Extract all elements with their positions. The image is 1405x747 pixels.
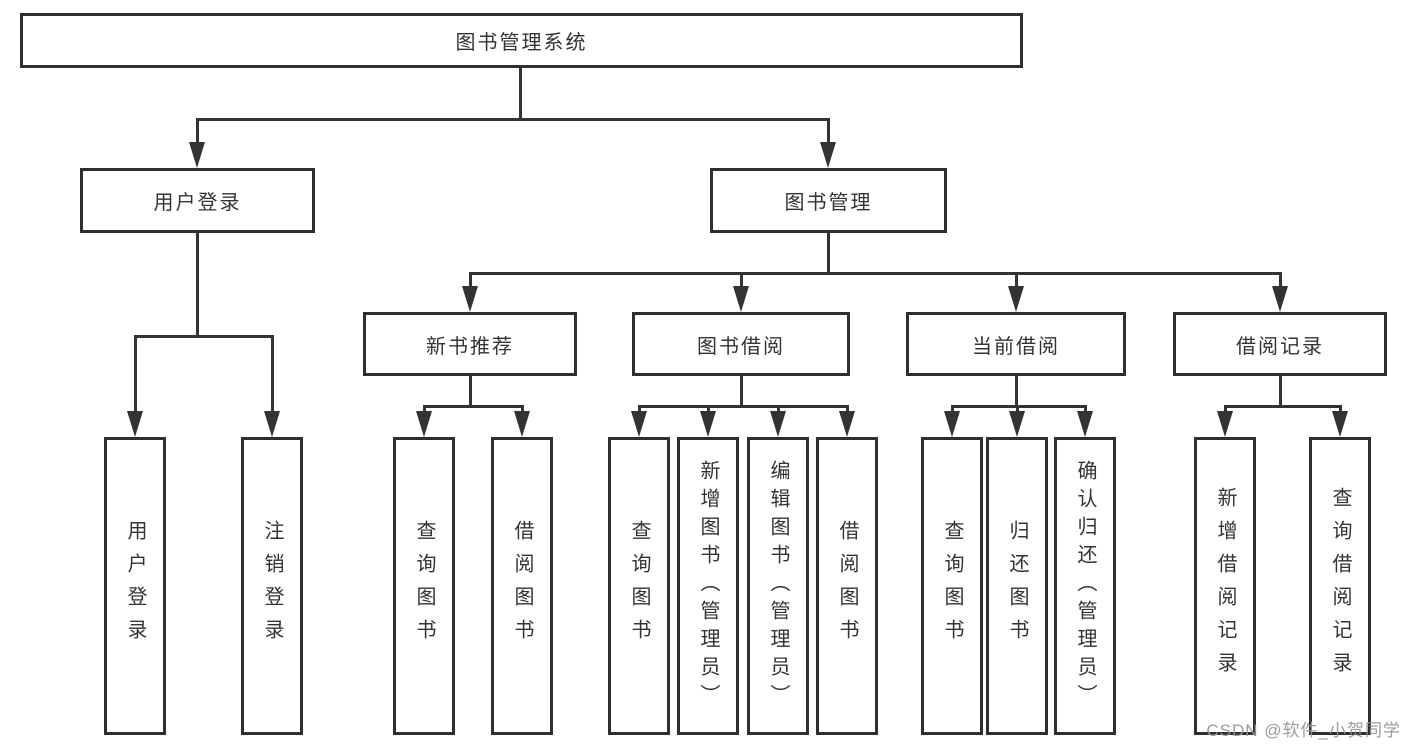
node-borrow-records: 借阅记录 <box>1173 312 1387 376</box>
node-label: 查询图书 <box>628 520 650 652</box>
connector-stub <box>740 376 743 408</box>
connector-bookmgmt-stub <box>827 233 830 275</box>
leaf-edit-book-admin: 编辑图书（管理员） <box>747 437 809 735</box>
leaf-user-login: 用户登录 <box>104 437 166 735</box>
arrowhead-down-icon <box>1332 411 1348 437</box>
arrowhead-down-icon <box>189 142 205 168</box>
connector-hline <box>1224 405 1342 408</box>
arrowhead-down-icon <box>1272 286 1288 312</box>
connector-drop <box>638 405 641 415</box>
connector-root-stub <box>519 68 522 121</box>
leaf-borrow-book-2: 借阅图书 <box>816 437 878 735</box>
node-label: 新书推荐 <box>426 335 514 358</box>
node-current-borrow: 当前借阅 <box>906 312 1126 376</box>
arrowhead-down-icon <box>770 411 786 437</box>
arrowhead-down-icon <box>462 286 478 312</box>
arrowhead-down-icon <box>127 411 143 437</box>
connector-drop <box>1279 272 1282 290</box>
arrowhead-down-icon <box>1217 411 1233 437</box>
connector-drop <box>740 272 743 290</box>
connector-stub <box>1279 376 1282 408</box>
leaf-query-book-1: 查询图书 <box>393 437 455 735</box>
node-label: 借阅图书 <box>836 520 858 652</box>
node-label: 新增借阅记录 <box>1214 487 1236 685</box>
leaf-query-borrow-record: 查询借阅记录 <box>1309 437 1371 735</box>
connector-drop <box>1224 405 1227 415</box>
node-label: 查询图书 <box>413 520 435 652</box>
leaf-add-borrow-record: 新增借阅记录 <box>1194 437 1256 735</box>
connector-drop <box>423 405 426 415</box>
arrowhead-down-icon <box>1009 411 1025 437</box>
node-label: 查询借阅记录 <box>1329 487 1351 685</box>
connector-drop <box>1084 405 1087 415</box>
node-root: 图书管理系统 <box>20 13 1023 68</box>
connector-userlogin-stub <box>196 233 199 338</box>
arrowhead-down-icon <box>264 411 280 437</box>
node-label: 当前借阅 <box>972 335 1060 358</box>
node-label: 用户登录 <box>153 192 242 214</box>
connector-drop <box>707 405 710 415</box>
arrowhead-down-icon <box>631 411 647 437</box>
connector-drop <box>469 272 472 290</box>
node-label: 编辑图书（管理员） <box>767 460 789 712</box>
leaf-confirm-return-admin: 确认归还（管理员） <box>1054 437 1116 735</box>
connector-root-hline <box>196 118 830 121</box>
arrowhead-down-icon <box>416 411 432 437</box>
connector-drop <box>777 405 780 415</box>
leaf-borrow-book-1: 借阅图书 <box>491 437 553 735</box>
connector-drop <box>827 118 830 146</box>
node-book-borrow: 图书借阅 <box>632 312 850 376</box>
arrowhead-down-icon <box>700 411 716 437</box>
node-label: 新增图书（管理员） <box>697 460 719 712</box>
node-label: 图书管理系统 <box>455 32 588 54</box>
connector-drop <box>1015 272 1018 290</box>
connector-drop <box>1016 405 1019 415</box>
node-label: 借阅记录 <box>1236 335 1324 358</box>
node-label: 注销登录 <box>261 520 283 652</box>
connector-drop <box>196 118 199 146</box>
node-label: 查询图书 <box>941 520 963 652</box>
connector-drop <box>951 405 954 415</box>
arrowhead-down-icon <box>1077 411 1093 437</box>
connector-drop <box>521 405 524 415</box>
node-label: 图书借阅 <box>697 335 785 358</box>
connector-userlogin-hline <box>134 335 274 338</box>
arrowhead-down-icon <box>839 411 855 437</box>
connector-stub <box>1015 376 1018 408</box>
watermark: CSDN @软件_小贺同学 <box>1206 721 1401 740</box>
node-label: 确认归还（管理员） <box>1074 460 1096 712</box>
node-label: 借阅图书 <box>511 520 533 652</box>
node-new-book-recommend: 新书推荐 <box>363 312 577 376</box>
arrowhead-down-icon <box>733 286 749 312</box>
node-label: 用户登录 <box>124 520 146 652</box>
leaf-query-book-2: 查询图书 <box>608 437 670 735</box>
connector-drop <box>134 335 137 415</box>
connector-drop <box>271 335 274 415</box>
connector-hline <box>638 405 849 408</box>
arrowhead-down-icon <box>514 411 530 437</box>
connector-hline <box>423 405 524 408</box>
node-user-login: 用户登录 <box>80 168 315 233</box>
node-book-management: 图书管理 <box>710 168 947 233</box>
connector-stub <box>469 376 472 408</box>
arrowhead-down-icon <box>1008 286 1024 312</box>
connector-drop <box>846 405 849 415</box>
leaf-logout: 注销登录 <box>241 437 303 735</box>
connector-drop <box>1339 405 1342 415</box>
node-label: 图书管理 <box>784 192 873 214</box>
leaf-add-book-admin: 新增图书（管理员） <box>677 437 739 735</box>
arrowhead-down-icon <box>820 142 836 168</box>
leaf-query-book-3: 查询图书 <box>921 437 983 735</box>
connector-bookmgmt-hline <box>469 272 1282 275</box>
node-label: 归还图书 <box>1006 520 1028 652</box>
leaf-return-book: 归还图书 <box>986 437 1048 735</box>
connector-hline <box>951 405 1087 408</box>
arrowhead-down-icon <box>944 411 960 437</box>
